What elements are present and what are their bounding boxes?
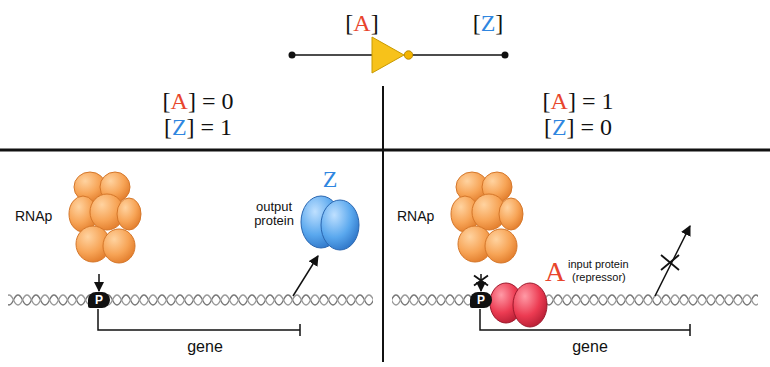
protein-letter: Z: [323, 166, 338, 192]
signal-value: [Z] = 1: [164, 114, 232, 140]
rna-polymerase: RNAp: [15, 162, 145, 274]
protein-label: output protein: [248, 200, 300, 229]
signal-name: [A]: [345, 10, 378, 36]
binding-arrow: [98, 274, 100, 291]
output-protein: [301, 196, 359, 250]
expression-arrow: [293, 256, 318, 296]
gene-label: gene: [187, 338, 223, 356]
divider-line: [382, 86, 384, 362]
promoter-box: P: [470, 292, 492, 308]
dna-strand: [8, 292, 373, 308]
blocked-arrow: [655, 226, 690, 296]
gene-bracket: [98, 309, 690, 336]
promoter-label: P: [95, 292, 103, 308]
node-label: RNAp: [397, 208, 434, 224]
rna-polymerase: RNAp: [397, 162, 527, 274]
block-cross: [474, 276, 488, 286]
protein-label: (repressor): [572, 271, 626, 283]
binding-arrow: [480, 274, 482, 291]
signal-name: [Z]: [473, 10, 504, 36]
promoter-label: P: [477, 292, 485, 308]
divider-line: [0, 149, 770, 152]
inverter-symbol: [289, 37, 509, 73]
dna-strand: [392, 292, 758, 308]
protein-letter: A: [545, 257, 565, 288]
signal-value: [A] = 0: [163, 88, 234, 114]
signal-value: [Z] = 0: [544, 114, 612, 140]
block-cross: [661, 255, 679, 270]
gene-label: gene: [572, 338, 608, 356]
signal-value: [A] = 1: [543, 88, 614, 114]
node-label: RNAp: [15, 208, 52, 224]
protein-label: input protein: [568, 258, 629, 270]
promoter-box: P: [88, 292, 110, 308]
repressor-protein: [490, 283, 547, 327]
